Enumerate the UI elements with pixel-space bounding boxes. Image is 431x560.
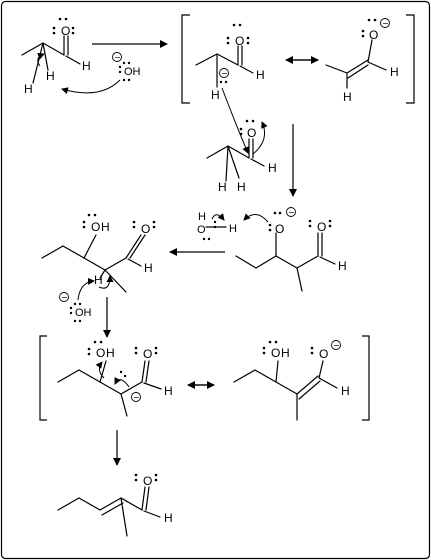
atom-O: O: [96, 346, 105, 360]
aldol-carbanion-form: O H O H −: [57, 340, 173, 417]
atom-H: H: [82, 59, 91, 73]
atom-H: H: [229, 223, 237, 235]
atom-H: H: [101, 220, 110, 234]
charge-minus: −: [333, 341, 340, 350]
bracket-left: [181, 14, 190, 104]
atom-O: O: [275, 222, 284, 236]
alkoxide-intermediate: O − O H: [235, 207, 347, 292]
atom-O: O: [247, 126, 256, 140]
nucleophilic-attack-arrow: [221, 87, 249, 154]
charge-minus: −: [288, 208, 295, 217]
charge-minus: −: [114, 53, 121, 62]
bracket-right-2: [362, 335, 370, 421]
atom-H: H: [94, 273, 103, 287]
acetaldehyde-electrophile: O H H H: [206, 119, 277, 194]
charge-minus: −: [133, 393, 140, 402]
atom-O: O: [61, 24, 70, 38]
charge-minus: −: [61, 293, 68, 302]
atom-O: O: [91, 220, 100, 234]
atom-H: H: [106, 346, 115, 360]
atom-O: O: [369, 28, 378, 42]
atom-H: H: [144, 261, 153, 275]
acetaldehyde-reactant: O H H H: [21, 17, 91, 96]
aldol-addition-product: O H O H H: [41, 213, 156, 293]
enolate-form: O − H H: [325, 18, 399, 104]
carbanion-form: O H H −: [195, 23, 265, 102]
atom-H: H: [256, 68, 265, 82]
atom-O: O: [317, 220, 326, 234]
atom-O: O: [141, 222, 150, 236]
atom-H: H: [390, 65, 399, 79]
bracket-right: [406, 14, 415, 104]
atom-O: O: [235, 34, 244, 48]
hydroxide-base-2: − OH: [59, 277, 95, 323]
atom-H: H: [341, 384, 350, 398]
atom-O: O: [319, 347, 328, 361]
atom-O: O: [271, 346, 280, 360]
atom-H: H: [338, 259, 347, 273]
atom-H: H: [211, 88, 220, 102]
atom-H: H: [164, 511, 173, 525]
atom-H: H: [24, 82, 33, 96]
atom-H: H: [164, 384, 173, 398]
atom-H: H: [218, 180, 227, 194]
bracket-left-2: [39, 335, 47, 421]
hydroxide-OH: OH: [75, 307, 92, 319]
water-molecule: H O H: [197, 211, 237, 241]
atom-O: O: [143, 347, 152, 361]
hydroxide-OH: OH: [124, 66, 141, 78]
atom-O: O: [197, 224, 206, 236]
aldol-condensation-product: O H: [57, 473, 173, 537]
aldol-enolate-form: O H O − H: [233, 340, 350, 421]
charge-minus: −: [221, 69, 228, 78]
atom-H: H: [46, 69, 55, 83]
atom-H: H: [343, 90, 352, 104]
atom-H: H: [268, 161, 277, 175]
atom-H: H: [237, 180, 246, 194]
atom-O: O: [143, 474, 152, 488]
atom-H: H: [198, 211, 206, 223]
charge-minus: −: [382, 19, 389, 28]
atom-H: H: [281, 346, 290, 360]
hydroxide-ion: OH −: [61, 52, 141, 95]
